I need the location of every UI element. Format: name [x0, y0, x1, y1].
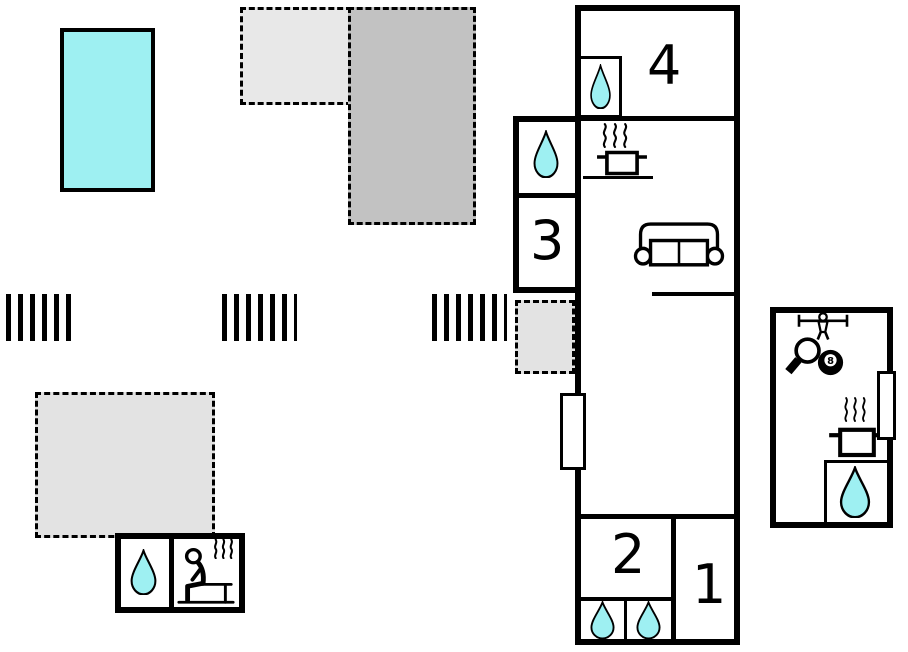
svg-text:8: 8 — [827, 356, 834, 367]
room-label-2: 2 — [611, 523, 646, 586]
stairs-icon-middle — [222, 294, 297, 341]
stove-icon — [596, 146, 648, 176]
wall-shower-cells-divider — [624, 597, 627, 639]
steam-icon — [842, 396, 868, 422]
stairs-icon-right — [432, 294, 507, 341]
game-room-annex — [770, 307, 893, 528]
wall-annex-vertical — [824, 463, 827, 522]
wall-sauna-divider — [169, 539, 174, 607]
wall-room4-floor — [575, 116, 740, 121]
door-icon-game-room — [877, 371, 896, 440]
stairs-icon-left — [0, 294, 72, 341]
water-drop-icon — [589, 64, 612, 109]
terrace-area-entrance — [515, 300, 575, 374]
water-drop-icon — [838, 466, 872, 518]
terrace-area-dark — [348, 7, 476, 225]
water-drop-icon — [532, 130, 560, 178]
swimming-pool — [60, 28, 155, 192]
steam-icon — [600, 122, 630, 148]
door-icon-main-house — [560, 393, 586, 470]
steam-icon — [212, 538, 235, 559]
eight-ball-icon: 8 — [817, 349, 844, 376]
wall-bottom-section — [575, 514, 740, 519]
wall-annex-divider — [519, 193, 581, 198]
wall-annex-counter — [824, 460, 887, 463]
water-drop-icon — [635, 601, 662, 639]
sofa-icon — [633, 218, 725, 270]
sauna-person-icon — [175, 544, 237, 606]
wall-room1-vertical — [671, 519, 676, 639]
wall-kitchen-counter — [583, 176, 653, 179]
table-tennis-paddle-icon — [782, 336, 824, 378]
room-label-4: 4 — [647, 34, 682, 97]
water-drop-icon — [589, 601, 616, 639]
room-label-1: 1 — [692, 553, 727, 616]
wall-room2-bottom — [578, 597, 676, 601]
terrace-area-bottom-left — [35, 392, 215, 538]
terrace-area-light — [240, 7, 352, 105]
wall-living-partial — [652, 292, 740, 296]
room-label-3: 3 — [530, 209, 565, 272]
foosball-icon — [796, 311, 850, 341]
water-drop-icon — [129, 549, 158, 595]
